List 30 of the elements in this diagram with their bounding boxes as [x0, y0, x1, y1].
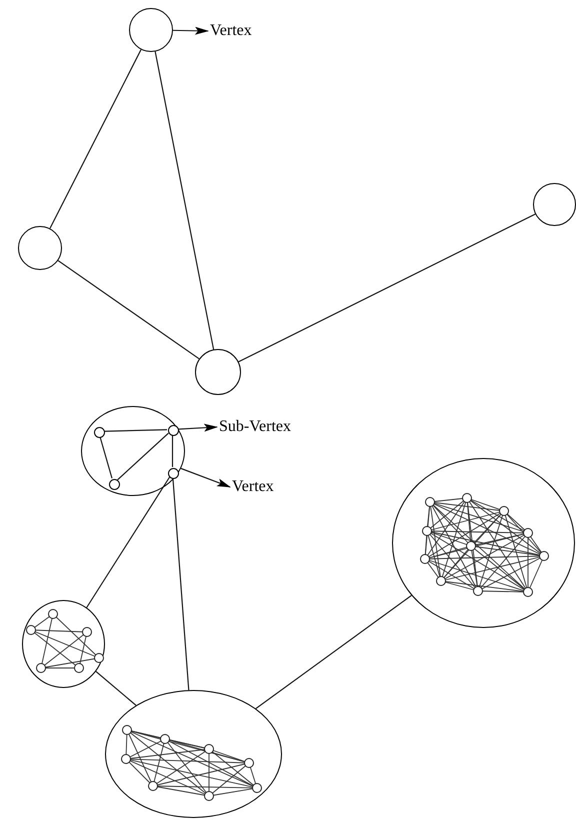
- edge-line: [50, 49, 142, 229]
- vertex-label: Vertex: [232, 477, 274, 497]
- vertex-ellipse: [81, 406, 185, 496]
- sub-vertex-circle: [94, 427, 105, 438]
- edge-line: [96, 671, 136, 706]
- sub-vertex-circle: [109, 479, 120, 490]
- vertex-circle: [18, 226, 62, 270]
- sub-vertex-circle: [168, 425, 179, 436]
- arrow: [178, 424, 218, 432]
- edge-line: [86, 476, 170, 608]
- edge-line: [172, 435, 174, 467]
- vertex-ellipse: [105, 690, 282, 818]
- edge-line: [238, 214, 536, 362]
- edge-line: [172, 478, 190, 690]
- edge-line: [256, 594, 412, 710]
- edge-line: [154, 51, 214, 350]
- vertex-circle: [195, 349, 241, 395]
- vertex-ellipse: [392, 458, 575, 628]
- vertex-label: Sub-Vertex: [219, 417, 291, 437]
- arrow: [172, 26, 209, 35]
- sub-vertex-circle: [168, 468, 179, 479]
- edge-line: [117, 432, 169, 480]
- vertex-circle: [533, 183, 576, 226]
- arrow: [180, 468, 231, 488]
- vertex-label: Vertex: [210, 21, 252, 41]
- edge-line: [58, 260, 200, 360]
- edge-line: [100, 436, 112, 478]
- vertex-circle: [129, 8, 173, 52]
- vertex-ellipse: [22, 600, 105, 688]
- edge-line: [104, 429, 168, 432]
